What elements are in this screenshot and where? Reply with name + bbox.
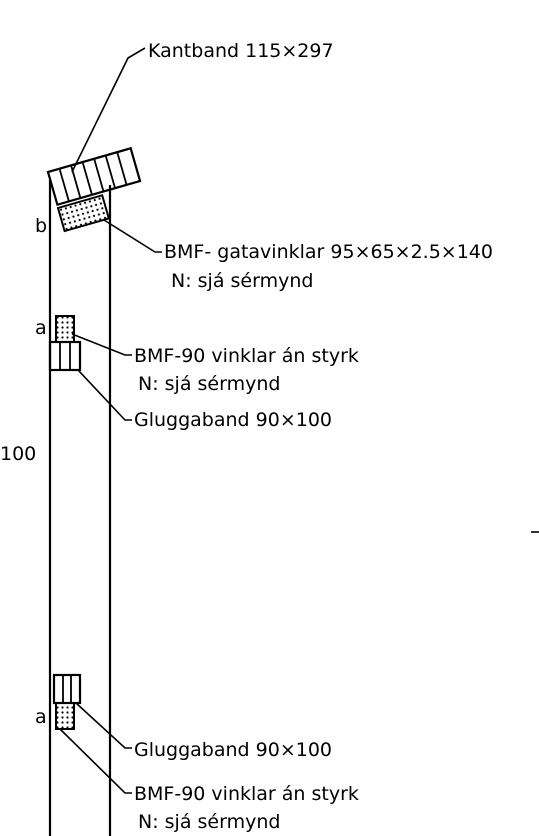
gluggaband-top-label: Gluggaband 90×100	[134, 409, 332, 431]
vinklar-bottom-label-line2: N: sjá sérmynd	[138, 811, 280, 833]
vinklar-top-block	[55, 315, 75, 343]
vinklar-bottom-label-line1: BMF-90 vinklar án styrk	[134, 783, 359, 805]
mark-b: b	[35, 215, 47, 237]
gluggaband-top-block	[48, 340, 82, 372]
kantband-label: Kantband 115×297	[148, 40, 334, 62]
vinklar-top-label-line1: BMF-90 vinklar án styrk	[134, 345, 359, 367]
kantband-beam	[46, 146, 142, 207]
dimension-100: 100	[0, 443, 36, 465]
gatavinklar-label-line2: N: sjá sérmynd	[171, 270, 313, 292]
vinklar-top-label-line2: N: sjá sérmynd	[138, 373, 280, 395]
gatavinklar-label-line1: BMF- gatavinklar 95×65×2.5×140	[164, 241, 493, 263]
vertical-post	[48, 180, 112, 836]
mark-a-top: a	[35, 317, 47, 339]
vinklar-bottom-block	[55, 702, 75, 730]
leader-lines	[59, 47, 162, 794]
gatavinklar-block	[56, 194, 111, 233]
mark-a-bottom: a	[35, 706, 47, 728]
gluggaband-bottom-label: Gluggaband 90×100	[134, 739, 332, 761]
gluggaband-bottom-block	[52, 673, 82, 705]
